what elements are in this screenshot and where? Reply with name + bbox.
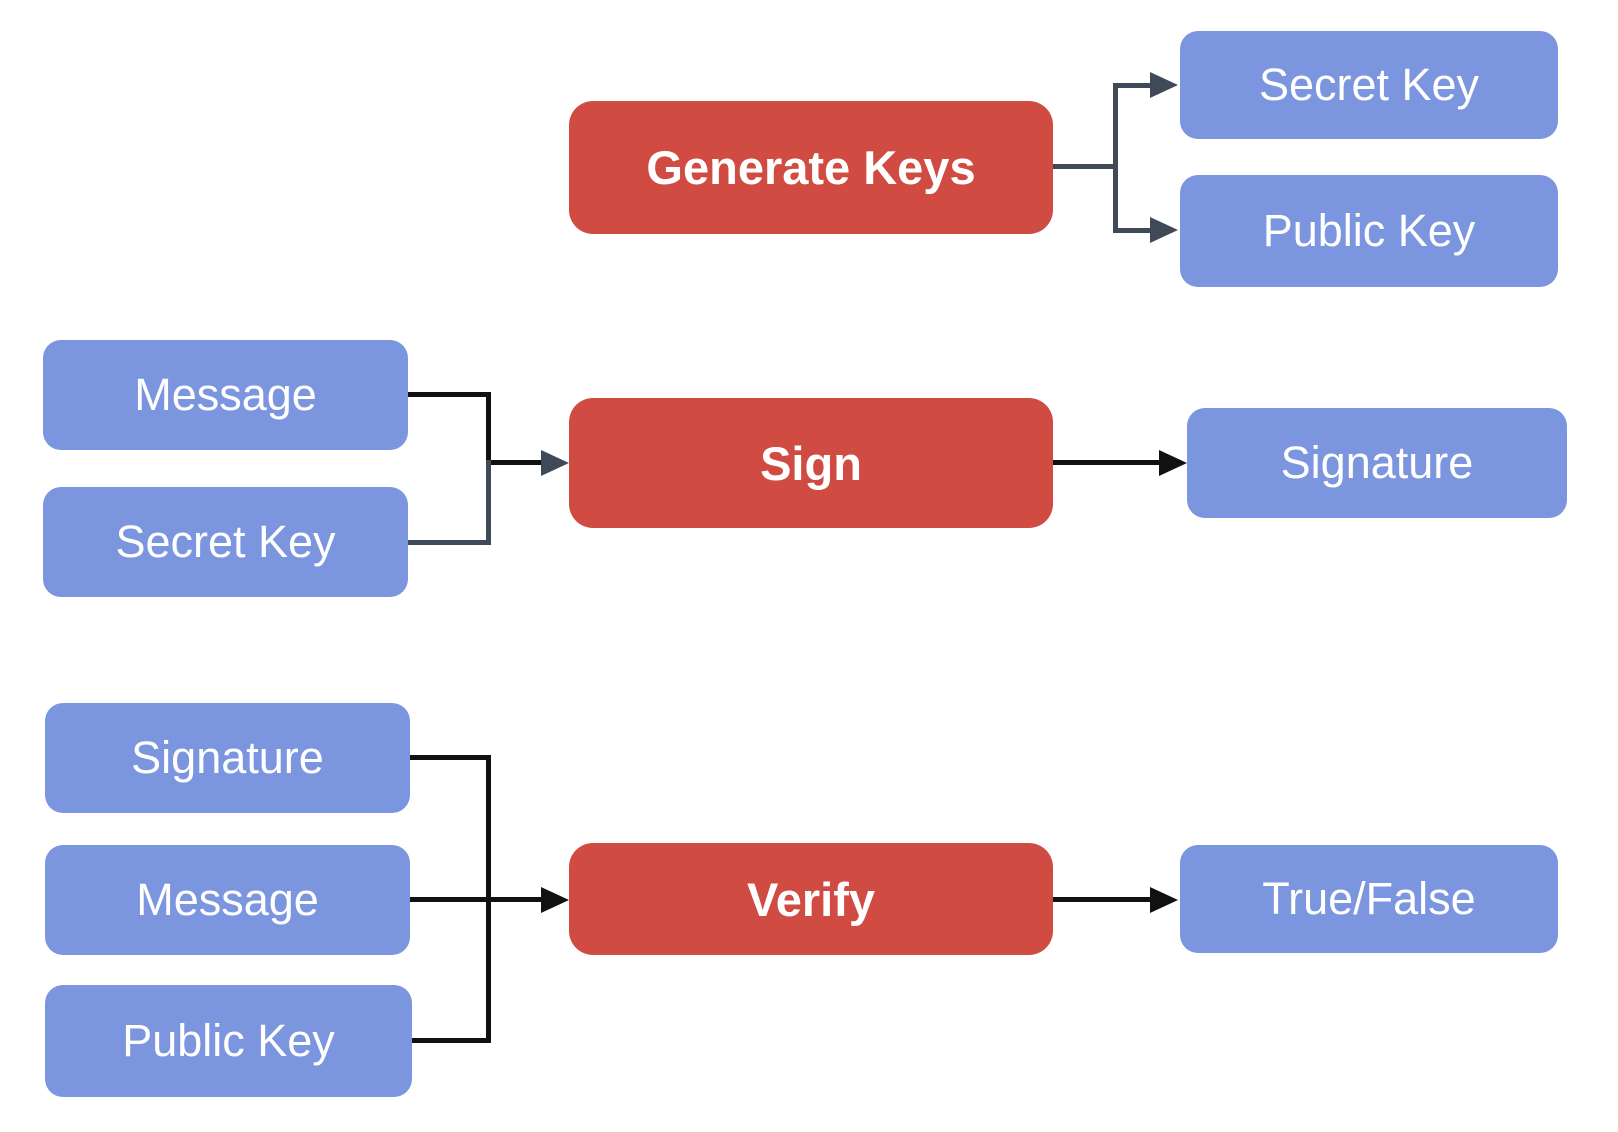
- node-generate-keys-label: Generate Keys: [646, 141, 976, 194]
- node-secret-key-output: Secret Key: [1180, 31, 1558, 139]
- node-message-verify-input-label: Message: [136, 874, 319, 925]
- edge-public-key-out: [412, 1038, 491, 1043]
- node-secret-key-sign-input-label: Secret Key: [115, 516, 336, 567]
- arrowhead-to-sign: [541, 450, 569, 476]
- node-generate-keys: Generate Keys: [569, 101, 1053, 234]
- node-secret-key-output-label: Secret Key: [1258, 59, 1480, 110]
- arrowhead-to-true-false: [1150, 887, 1178, 913]
- node-true-false-output-label: True/False: [1262, 873, 1476, 924]
- edge-sign-junction-top: [486, 392, 491, 463]
- edge-generate-branch: [1113, 83, 1118, 233]
- node-message-verify-input: Message: [45, 845, 410, 955]
- edge-generate-to-public-key: [1113, 228, 1151, 233]
- edge-secret-key-out: [408, 540, 491, 545]
- arrowhead-to-public-key: [1150, 217, 1178, 243]
- edge-to-verify: [410, 897, 541, 902]
- edge-sign-junction-bottom: [486, 460, 491, 545]
- node-verify-label: Verify: [746, 872, 876, 926]
- edge-generate-to-secret-key: [1113, 83, 1151, 88]
- node-sign-label: Sign: [760, 436, 862, 490]
- edge-generate-out: [1053, 164, 1117, 169]
- edge-message-out: [408, 392, 491, 397]
- arrowhead-to-verify: [541, 887, 569, 913]
- node-public-key-output: Public Key: [1180, 175, 1558, 287]
- node-public-key-output-label: Public Key: [1262, 205, 1476, 256]
- node-signature-output-label: Signature: [1280, 437, 1474, 488]
- arrowhead-to-signature: [1159, 450, 1187, 476]
- node-public-key-verify-input: Public Key: [45, 985, 412, 1097]
- edge-sign-to-signature: [1053, 460, 1159, 465]
- edge-signature-out: [410, 755, 491, 760]
- node-true-false-output: True/False: [1180, 845, 1558, 953]
- node-message-sign-input-label: Message: [134, 369, 317, 420]
- arrowhead-to-secret-key: [1150, 72, 1178, 98]
- node-signature-output: Signature: [1187, 408, 1567, 518]
- node-message-sign-input: Message: [43, 340, 408, 450]
- edge-to-sign: [491, 460, 541, 465]
- node-secret-key-sign-input: Secret Key: [43, 487, 408, 597]
- node-verify: Verify: [569, 843, 1053, 955]
- node-sign: Sign: [569, 398, 1053, 528]
- node-public-key-verify-input-label: Public Key: [122, 1015, 335, 1066]
- edge-verify-to-true-false: [1053, 897, 1150, 902]
- node-signature-verify-input-label: Signature: [131, 732, 324, 783]
- node-signature-verify-input: Signature: [45, 703, 410, 813]
